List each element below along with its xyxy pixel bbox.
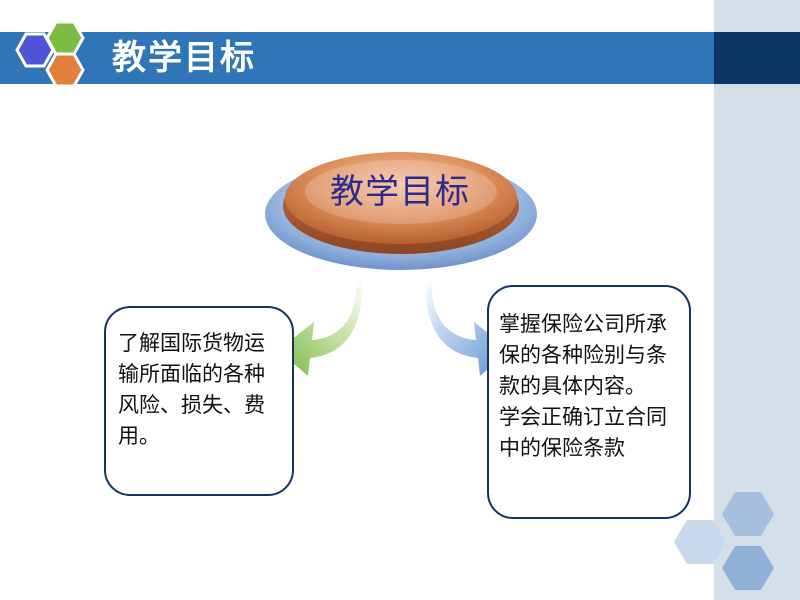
center-badge [265, 152, 537, 270]
right-objective-paragraph-1: 掌握保险公司所承保的各种险别与条款的具体内容。 [499, 312, 667, 398]
right-objective-box: 掌握保险公司所承保的各种险别与条款的具体内容。 学会正确订立合同中的保险条款 [487, 285, 691, 519]
hexagon-cluster-icon [15, 20, 85, 88]
page-title: 教学目标 [112, 38, 256, 78]
green-curved-arrow-icon [278, 280, 363, 376]
left-objective-text: 了解国际货物运输所面临的各种风险、损失、费用。 [118, 331, 265, 448]
center-label: 教学目标 [330, 172, 470, 212]
title-bar [0, 32, 714, 84]
decorative-hexagons-icon [674, 492, 774, 590]
left-objective-box: 了解国际货物运输所面临的各种风险、损失、费用。 [104, 306, 294, 496]
title-bar-dark-end [714, 32, 800, 84]
right-objective-paragraph-2: 学会正确订立合同中的保险条款 [499, 405, 667, 460]
